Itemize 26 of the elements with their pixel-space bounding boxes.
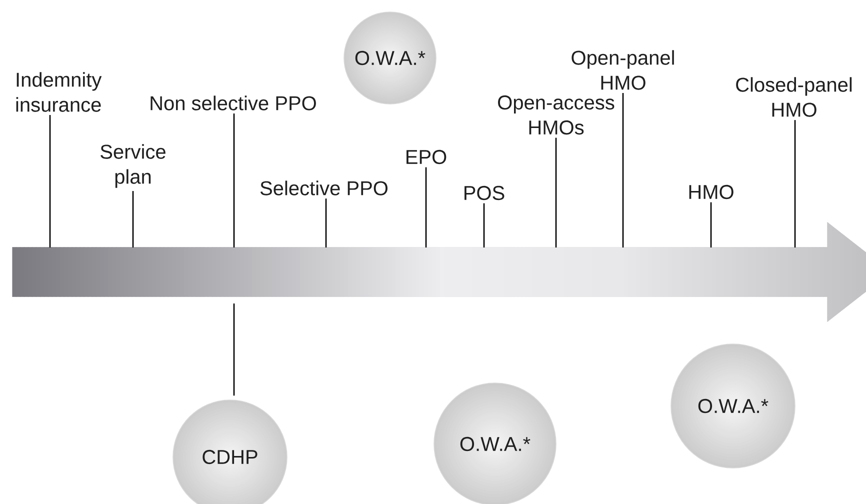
plan-label: HMO [689, 184, 734, 200]
bubble: O.W.A.* [344, 12, 436, 104]
plan-label: Open-panel HMO [572, 50, 674, 90]
leader-line [555, 138, 557, 248]
leader-line [794, 120, 796, 248]
leader-line [132, 191, 134, 248]
plan-label: Closed-panel HMO [736, 77, 852, 117]
leader-line [710, 202, 712, 248]
plan-label: Service plan [100, 144, 166, 188]
plan-label: Selective PPO [260, 180, 388, 196]
bubble: O.W.A.* [670, 344, 796, 468]
leader-line [233, 304, 235, 396]
plan-label: Non selective PPO [150, 96, 316, 110]
leader-line [622, 93, 624, 248]
bubble: O.W.A.* [434, 382, 556, 504]
plan-label: POS [464, 186, 504, 200]
leader-line [49, 115, 51, 248]
plan-label: Indemnity insurance [16, 72, 102, 112]
leader-line [325, 198, 327, 248]
plan-label: Open-access HMOs [498, 95, 614, 135]
plan-label: EPO [406, 150, 446, 164]
leader-line [483, 203, 485, 248]
leader-line [425, 167, 427, 248]
bubble: CDHP [172, 400, 288, 504]
timeline-arrow [12, 222, 866, 322]
leader-line [233, 114, 235, 248]
